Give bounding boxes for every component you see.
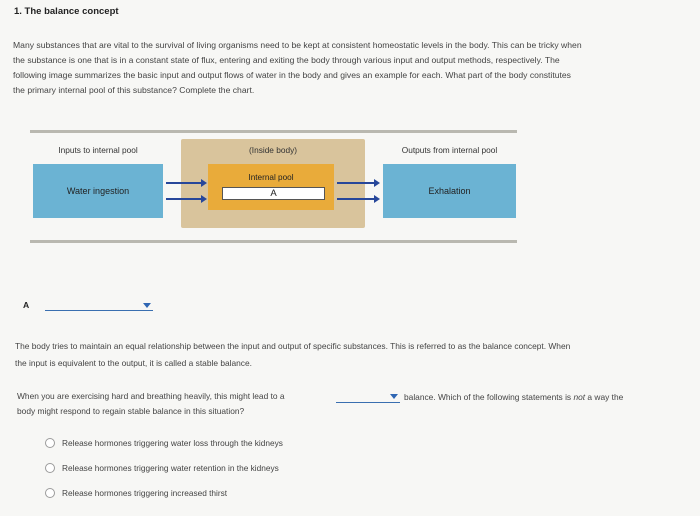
option-item[interactable]: Release hormones triggering water retent…: [45, 461, 365, 475]
intro-line: the primary internal pool of this substa…: [13, 85, 255, 95]
radio-button[interactable]: [45, 488, 55, 498]
question-heading: 1. The balance concept: [14, 6, 119, 17]
answer-a-label: A: [23, 300, 30, 310]
answer-options: Release hormones triggering water loss t…: [0, 430, 700, 510]
intro-line: following image summarizes the basic inp…: [13, 70, 571, 80]
input-example-text: Water ingestion: [66, 186, 130, 196]
input-example-box: Water ingestion: [33, 164, 163, 218]
exercise-line-1: When you are exercising hard and breathi…: [17, 391, 285, 401]
option-label: Release hormones triggering water loss t…: [62, 438, 283, 448]
water-balance-diagram: Inputs to internal pool (Inside body) Ou…: [30, 130, 517, 243]
output-example-box: Exhalation: [383, 164, 516, 218]
output-example-text: Exhalation: [428, 186, 471, 196]
not-emphasis: not: [573, 392, 586, 402]
option-item[interactable]: Release hormones triggering increased th…: [45, 486, 365, 500]
option-item[interactable]: Release hormones triggering water loss t…: [45, 436, 365, 450]
internal-pool-answer-box: A: [222, 187, 325, 200]
balance-explanation: The body tries to maintain an equal rela…: [15, 338, 685, 372]
after-emphasis-text: a way the: [585, 392, 624, 402]
outputs-column-label: Outputs from internal pool: [401, 145, 498, 155]
output-arrow-bottom: [337, 195, 380, 203]
radio-button[interactable]: [45, 463, 55, 473]
input-arrow-bottom: [166, 195, 207, 203]
option-label: Release hormones triggering increased th…: [62, 488, 228, 498]
balance-line: the input is equivalent to the output, i…: [15, 358, 252, 368]
after-dropdown-text: balance. Which of the following statemen…: [404, 392, 574, 402]
answer-a-dropdown[interactable]: [45, 298, 153, 311]
chevron-down-icon: [390, 394, 398, 399]
output-arrow-top: [337, 179, 380, 187]
option-label: Release hormones triggering water retent…: [62, 463, 279, 473]
inputs-column-label: Inputs to internal pool: [58, 145, 138, 155]
question-intro: Many substances that are vital to the su…: [13, 38, 685, 98]
chevron-down-icon: [143, 303, 151, 308]
diagram-top-rule: [30, 130, 517, 133]
intro-line: Many substances that are vital to the su…: [13, 40, 582, 50]
inside-body-label: (Inside body): [249, 145, 297, 155]
balance-line: The body tries to maintain an equal rela…: [15, 341, 571, 351]
balance-type-dropdown[interactable]: [336, 390, 400, 403]
input-arrow-top: [166, 179, 207, 187]
diagram-bottom-rule: [30, 240, 517, 243]
exercise-line-1-tail: balance. Which of the following statemen…: [404, 389, 623, 406]
radio-button[interactable]: [45, 438, 55, 448]
exercise-line-2: body might respond to regain stable bala…: [17, 406, 245, 416]
internal-pool-label: Internal pool: [248, 173, 294, 182]
intro-line: the substance is one that is in a consta…: [13, 55, 560, 65]
internal-pool-box: Internal pool A: [208, 164, 334, 210]
